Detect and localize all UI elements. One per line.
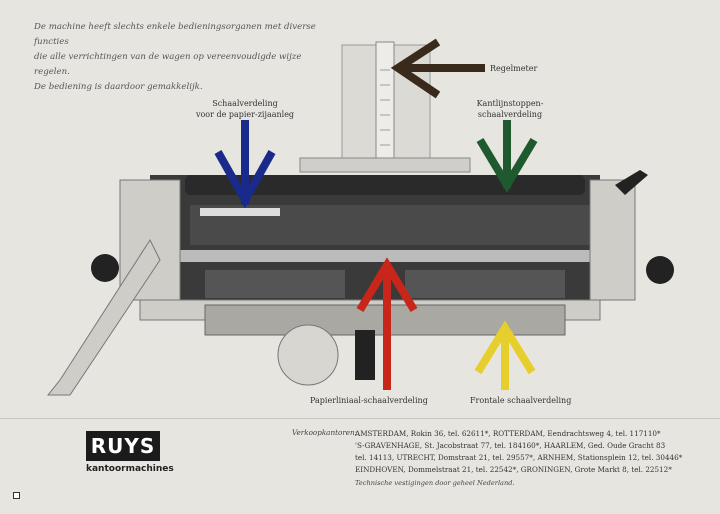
- typewriter-illustration: [46, 38, 674, 396]
- label-schaal-zijaanleg: Schaalverdeling voor de papier-zijaanleg: [190, 98, 300, 120]
- intro-text: De machine heeft slechts enkele bedienin…: [34, 20, 324, 95]
- label-line: voor de papier-zijaanleg: [195, 110, 295, 119]
- arrow-kantlijn: [476, 120, 538, 193]
- corner-mark-icon: [13, 492, 20, 499]
- ruys-logo: RUYS: [86, 431, 160, 461]
- arrow-papierliniaal: [356, 257, 418, 390]
- offices-label: Verkoopkantoren:: [292, 428, 358, 437]
- intro-line: De bediening is daardoor gemakkelijk.: [34, 82, 203, 92]
- label-line: Schaalverdeling: [212, 99, 278, 108]
- technical-branches-note: Technische vestigingen door geheel Neder…: [355, 479, 515, 487]
- label-kantlijn: Kantlijnstoppen- schaalverdeling: [460, 98, 560, 120]
- arrow-regelmeter: [390, 38, 485, 99]
- logo-subtitle: kantoormachines: [86, 464, 174, 474]
- arrow-frontale: [474, 320, 536, 390]
- footer-divider: [0, 418, 720, 419]
- office-line: tel. 14113, UTRECHT, Domstraat 21, tel. …: [355, 453, 683, 462]
- intro-line: De machine heeft slechts enkele bedienin…: [34, 22, 316, 47]
- office-line: EINDHOVEN, Dommelstraat 21, tel. 22542*,…: [355, 465, 672, 474]
- arrow-zijaanleg: [214, 120, 276, 209]
- offices-list: AMSTERDAM, Rokin 36, tel. 62611*, ROTTER…: [355, 428, 705, 476]
- label-frontale: Frontale schaalverdeling: [470, 396, 572, 405]
- office-line: AMSTERDAM, Rokin 36, tel. 62611*, ROTTER…: [355, 429, 661, 438]
- label-regelmeter: Regelmeter: [490, 64, 538, 73]
- label-line: Kantlijnstoppen-: [476, 99, 544, 108]
- label-line: schaalverdeling: [477, 110, 543, 119]
- intro-line: die alle verrichtingen van de wagen op v…: [34, 52, 302, 77]
- label-papierliniaal: Papierliniaal-schaalverdeling: [310, 396, 428, 405]
- office-line: 'S-GRAVENHAGE, St. Jacobstraat 77, tel. …: [355, 441, 666, 450]
